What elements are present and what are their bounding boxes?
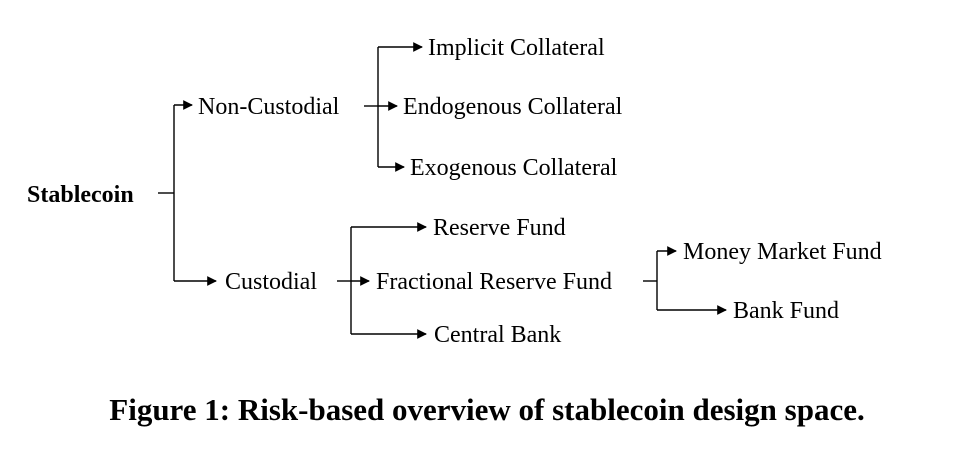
custodial-label: Custodial: [225, 269, 317, 295]
figure-caption: Figure 1: Risk-based overview of stablec…: [109, 392, 865, 427]
money-market-fund-label: Money Market Fund: [683, 239, 882, 265]
reserve-fund-label: Reserve Fund: [433, 215, 566, 241]
non-custodial-label: Non-Custodial: [198, 94, 340, 120]
central-bank-label: Central Bank: [434, 322, 561, 348]
root-node-label: Stablecoin: [27, 182, 134, 208]
fractional-reserve-fund-label: Fractional Reserve Fund: [376, 269, 612, 295]
implicit-collateral-label: Implicit Collateral: [428, 35, 605, 61]
non-custodial-connectors: [364, 42, 423, 172]
fractional-connectors: [643, 246, 727, 315]
custodial-connectors: [337, 222, 427, 339]
bank-fund-label: Bank Fund: [733, 298, 839, 324]
endogenous-collateral-label: Endogenous Collateral: [403, 94, 623, 120]
root-connectors: [158, 100, 217, 286]
exogenous-collateral-label: Exogenous Collateral: [410, 155, 618, 181]
stablecoin-tree-diagram: Stablecoin Non-Custodial Custodial Impli…: [27, 35, 882, 348]
